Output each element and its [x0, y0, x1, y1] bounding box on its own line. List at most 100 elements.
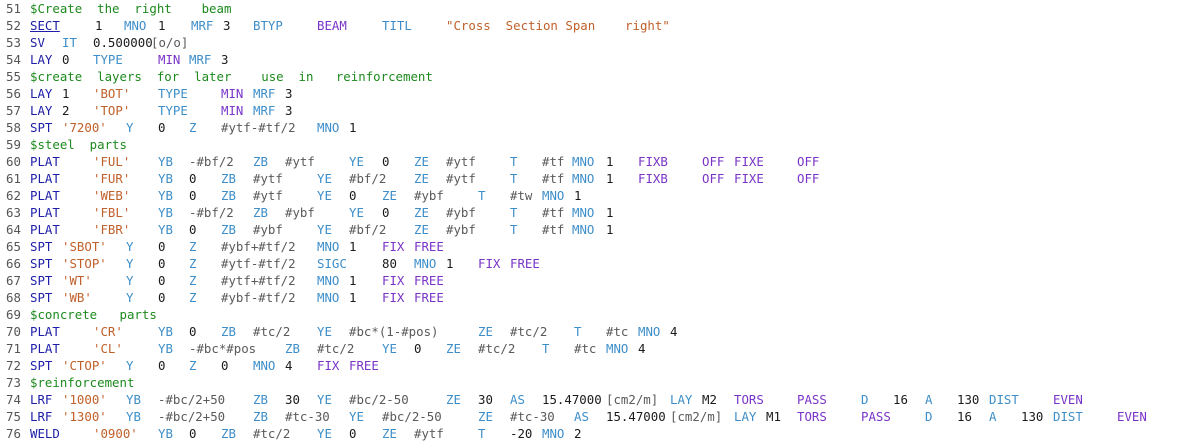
- code-token: 'WB': [62, 290, 92, 305]
- code-token: ZB: [253, 205, 268, 220]
- code-line[interactable]: 73$reinforcement: [0, 374, 1198, 391]
- code-token: 0: [189, 426, 197, 441]
- line-number: 69: [6, 307, 21, 322]
- line-number: 51: [6, 1, 21, 16]
- code-token: #ybf: [446, 205, 476, 220]
- code-token: [cm2/m]: [670, 409, 723, 424]
- line-number: 73: [6, 375, 21, 390]
- code-token: ZE: [414, 222, 429, 237]
- line-number: 60: [6, 154, 21, 169]
- code-token: MRF: [189, 52, 212, 67]
- line-number: 64: [6, 222, 21, 237]
- code-line[interactable]: 69$concrete parts: [0, 306, 1198, 323]
- code-token: "Cross Section Span right": [446, 18, 670, 33]
- code-token: MNO: [124, 18, 147, 33]
- line-number: 63: [6, 205, 21, 220]
- line-number: 59: [6, 137, 21, 152]
- code-token: ZE: [446, 341, 461, 356]
- code-token: 0: [349, 188, 357, 203]
- code-token: '1000': [62, 392, 107, 407]
- code-token: FREE: [414, 273, 444, 288]
- code-token: T: [478, 188, 486, 203]
- code-token: 0: [414, 341, 422, 356]
- code-token: PLAT: [30, 205, 60, 220]
- code-token: Z: [189, 290, 197, 305]
- code-token: #tc/2: [253, 324, 291, 339]
- code-token: T: [574, 324, 582, 339]
- code-token: $steel parts: [30, 137, 127, 152]
- code-line[interactable]: 59 $steel parts: [0, 136, 1198, 153]
- code-token: 1: [158, 18, 166, 33]
- line-number: 68: [6, 290, 21, 305]
- code-token: D: [861, 392, 869, 407]
- code-token: 15.47000: [542, 392, 602, 407]
- code-token: #tc: [574, 341, 597, 356]
- code-token: 16: [957, 409, 972, 424]
- code-token: 1: [62, 86, 70, 101]
- code-token: Y: [126, 273, 134, 288]
- code-token: 0: [221, 358, 229, 373]
- code-token: YE: [349, 154, 364, 169]
- code-token: Z: [189, 239, 197, 254]
- code-token: DIST: [1053, 409, 1083, 424]
- code-token: #ytf: [253, 171, 283, 186]
- code-token: YB: [158, 341, 173, 356]
- code-token: #ybf: [446, 222, 476, 237]
- code-token: YE: [349, 205, 364, 220]
- code-token: #ybf: [253, 222, 283, 237]
- code-token: YB: [126, 409, 141, 424]
- code-token: 'FUL': [93, 154, 131, 169]
- code-token: #ybf: [414, 188, 444, 203]
- code-token: 0: [189, 324, 197, 339]
- code-token: PASS: [797, 392, 827, 407]
- line-number: 53: [6, 35, 21, 50]
- code-token: #tc-30: [285, 409, 330, 424]
- code-line[interactable]: 55$create layers for later use in reinfo…: [0, 68, 1198, 85]
- code-token: -#bc/2+50: [158, 409, 226, 424]
- code-token: ZB: [253, 154, 268, 169]
- code-token: MIN: [221, 103, 244, 118]
- code-token: #ytf: [446, 154, 476, 169]
- code-token: FIXE: [734, 171, 764, 186]
- code-token: -#bc/2+50: [158, 392, 226, 407]
- code-token: 'FBR': [93, 222, 131, 237]
- code-token: ZB: [253, 392, 268, 407]
- line-number: 70: [6, 324, 21, 339]
- line-number: 54: [6, 52, 21, 67]
- code-token: TORS: [797, 409, 827, 424]
- line-number: 56: [6, 86, 21, 101]
- code-token: 'TOP': [93, 103, 131, 118]
- code-token: FREE: [414, 239, 444, 254]
- code-token: T: [510, 171, 518, 186]
- code-token: MNO: [572, 222, 595, 237]
- code-token: LAY: [30, 52, 53, 67]
- code-token: Z: [189, 120, 197, 135]
- code-token: 3: [221, 52, 229, 67]
- code-token: FIX: [382, 273, 405, 288]
- code-line[interactable]: 51$Create the right beam: [0, 0, 1198, 17]
- code-token: LRF: [30, 409, 53, 424]
- code-token: 1: [349, 120, 357, 135]
